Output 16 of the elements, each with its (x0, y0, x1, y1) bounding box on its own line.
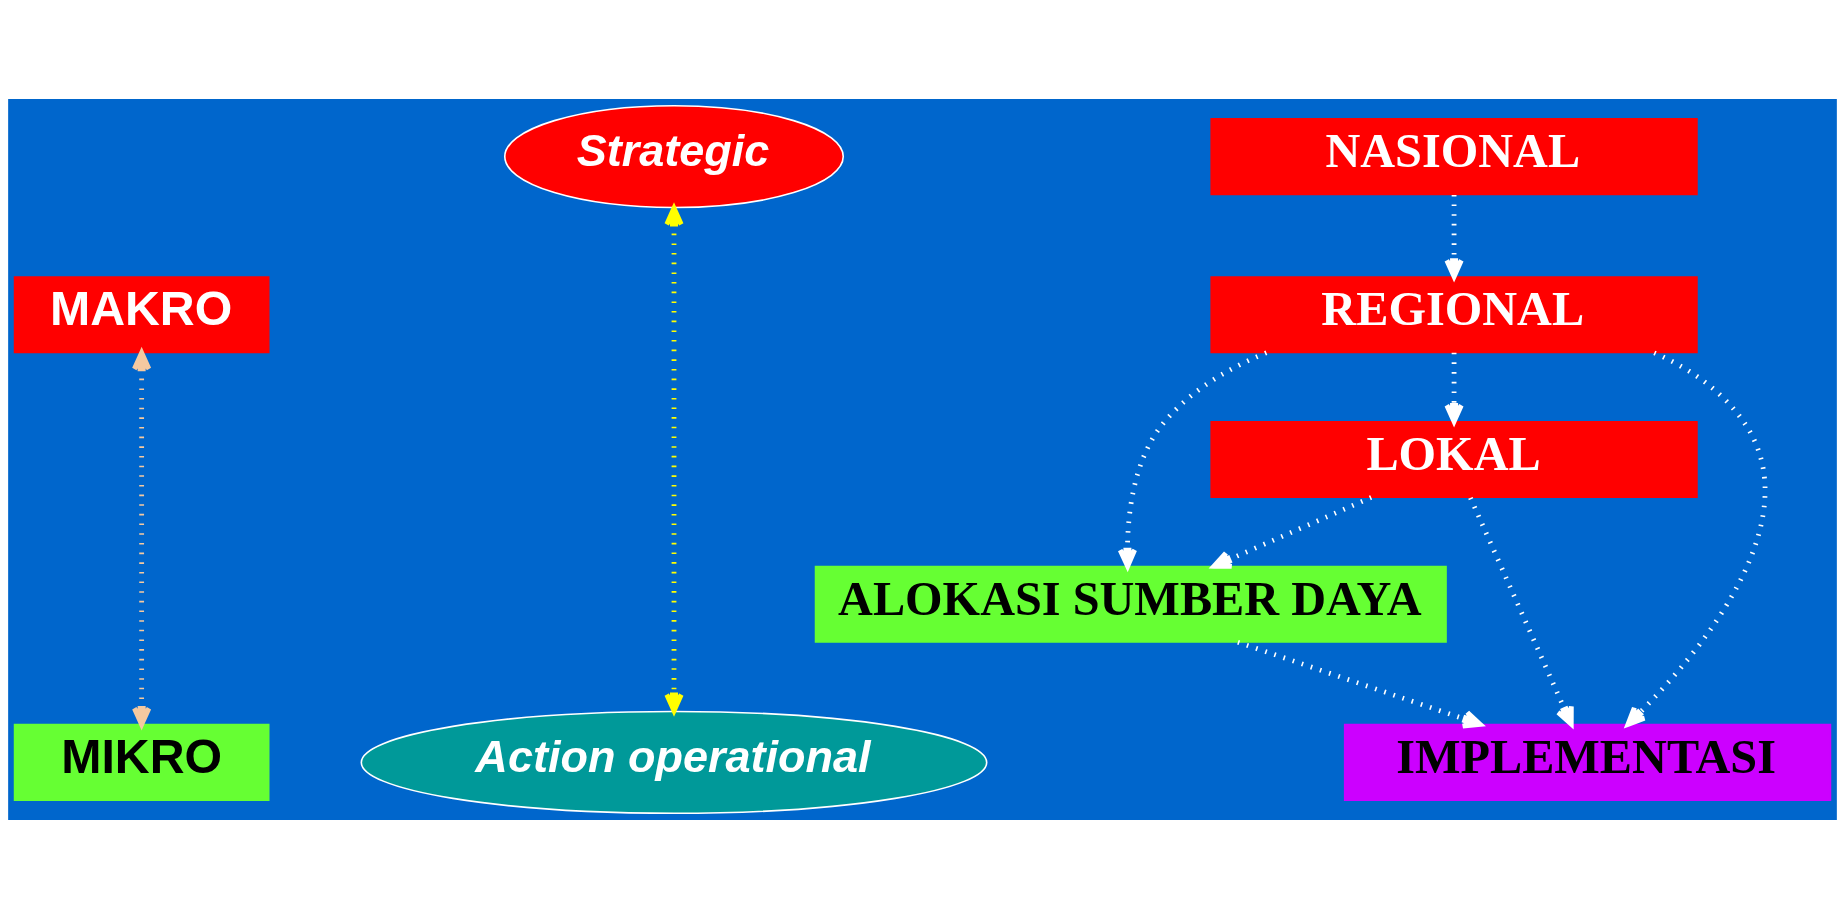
node-box: IMPLEMENTASI (1343, 723, 1832, 801)
node-box: REGIONAL (1210, 276, 1698, 354)
arrow (1625, 350, 1768, 727)
arrow (1211, 495, 1373, 569)
arrow (664, 205, 684, 714)
arrow (1444, 194, 1464, 280)
node-box: MIKRO (13, 723, 270, 801)
arrow (1468, 496, 1574, 727)
node-ellipse: Strategic (503, 104, 845, 209)
node-box: MAKRO (13, 276, 270, 354)
arrow (1237, 639, 1483, 729)
node-box: NASIONAL (1210, 118, 1698, 196)
node-ellipse: Action operational (360, 710, 988, 815)
arrow (1117, 350, 1268, 569)
node-box: LOKAL (1210, 420, 1698, 499)
node-box: ALOKASI SUMBER DAYA (814, 565, 1447, 643)
